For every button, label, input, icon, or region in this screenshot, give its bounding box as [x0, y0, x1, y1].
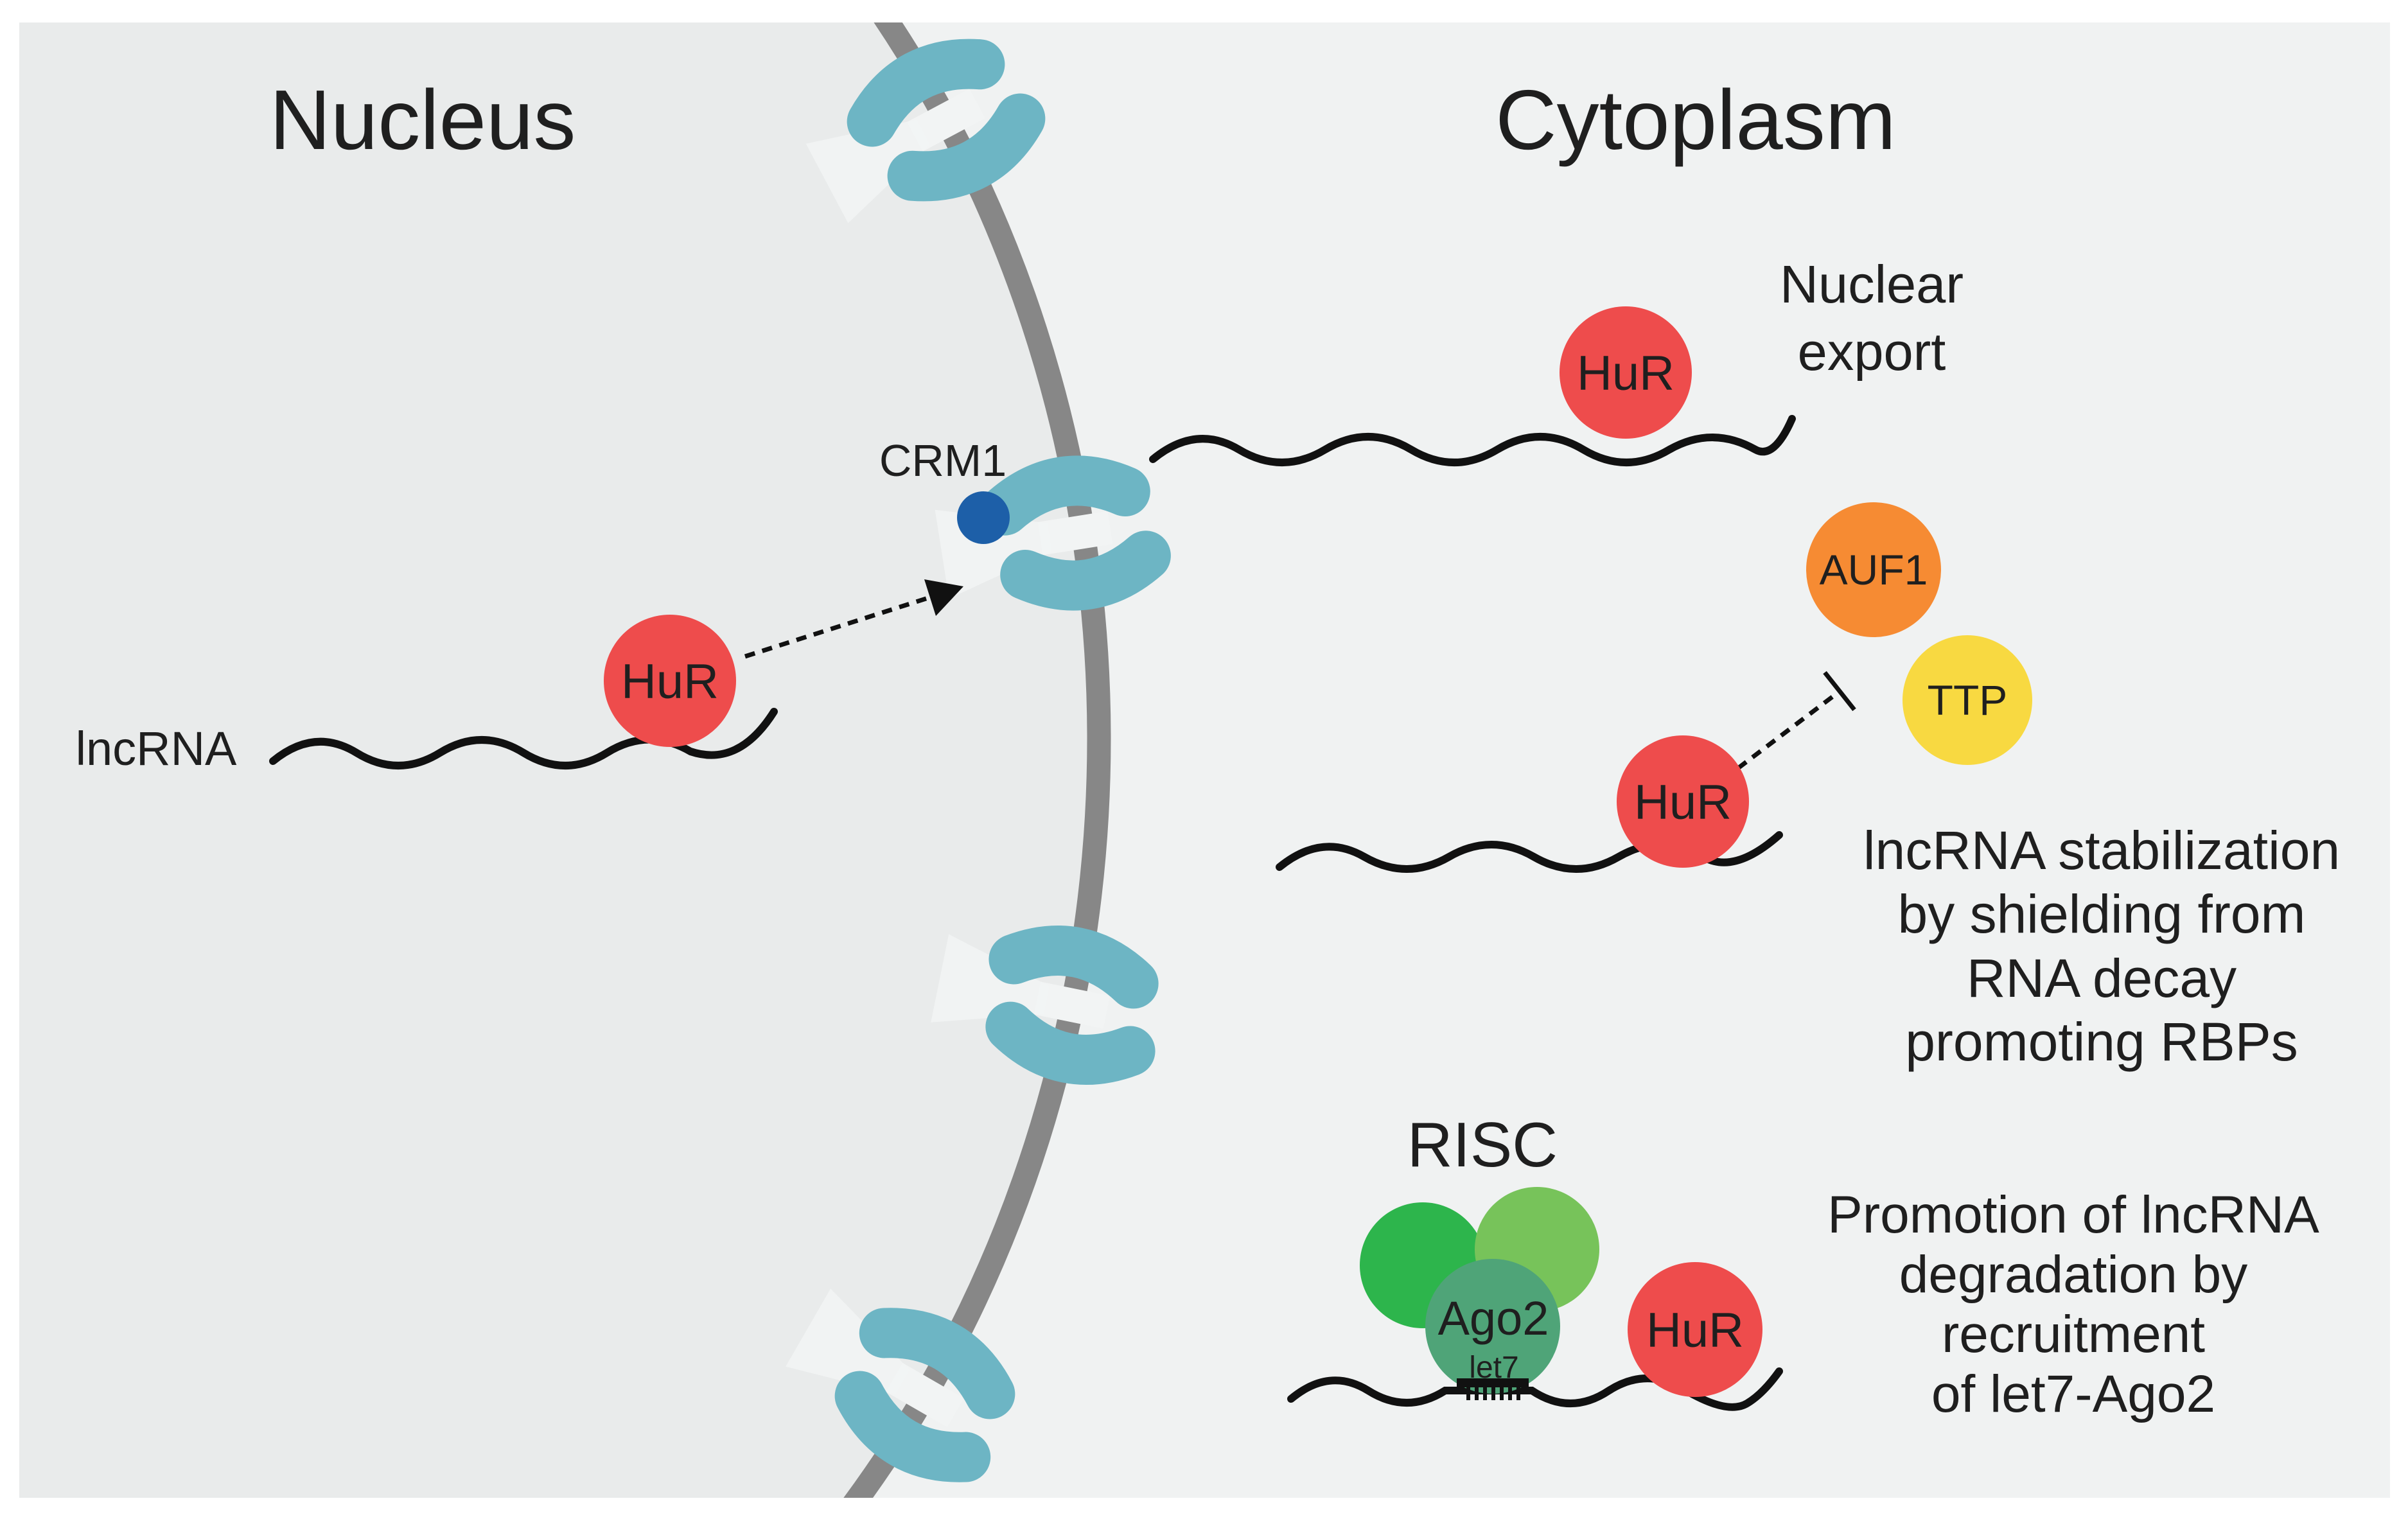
nucleus-region [19, 22, 1099, 1498]
hur-protein-export [1560, 306, 1692, 439]
degradation-caption-line4: of let7-Ago2 [1931, 1365, 2215, 1423]
stabilization-caption-line4: promoting RBPs [1905, 1012, 2298, 1072]
let7-label: let7 [1469, 1351, 1518, 1385]
stabilization-caption-line3: RNA decay [1967, 948, 2237, 1008]
ttp-label: TTP [1928, 676, 2008, 724]
cytoplasm-title: Cytoplasm [1495, 73, 1896, 167]
degradation-caption-line1: Promotion of lncRNA [1827, 1186, 2319, 1244]
degradation-caption-line2: degradation by [1899, 1245, 2248, 1304]
rna-wave-icon-nucleus [269, 708, 778, 769]
hur-label-nucleus: HuR [621, 654, 719, 709]
crm1-dot-icon [957, 491, 1010, 544]
hur-label-middle: HuR [1634, 775, 1732, 830]
export-arrowhead-icon [924, 579, 963, 616]
hur-label-export: HuR [1577, 346, 1674, 401]
risc-label: RISC [1407, 1109, 1558, 1180]
crm1-label: CRM1 [879, 435, 1006, 486]
inhibition-bar-icon [1823, 671, 1856, 712]
nuclear-export-caption-line1: Nuclear [1780, 254, 1964, 314]
hur-protein-middle [1617, 735, 1749, 868]
hur-protein-nucleus [604, 615, 736, 747]
auf1-label: AUF1 [1820, 546, 1928, 593]
nuclear-export-caption-line2: export [1798, 322, 1946, 382]
ago2-label: Ago2 [1438, 1292, 1549, 1345]
degradation-caption-line3: recruitment [1942, 1305, 2205, 1364]
lncrna-label: lncRNA [76, 722, 237, 775]
stabilization-caption-line2: by shielding from [1898, 884, 2306, 944]
hur-label-risc: HuR [1646, 1303, 1744, 1358]
ago2-protein [1425, 1259, 1560, 1394]
nucleus-title: Nucleus [270, 73, 576, 167]
base-pairing-icon [1466, 1387, 1520, 1400]
stabilization-caption-line1: lncRNA stabilization [1863, 820, 2340, 881]
nuclear-membrane [843, 22, 1111, 1498]
base-pairing-bar [1457, 1378, 1529, 1387]
ttp-protein [1903, 635, 2032, 765]
rna-wave-icon-risc [1287, 1367, 1783, 1411]
rna-wave-icon-export [1149, 415, 1796, 466]
hur-protein-risc [1628, 1262, 1762, 1397]
export-arrow-icon [744, 595, 929, 659]
auf1-protein [1806, 502, 1941, 637]
inhibition-arrow-icon [1736, 692, 1838, 770]
